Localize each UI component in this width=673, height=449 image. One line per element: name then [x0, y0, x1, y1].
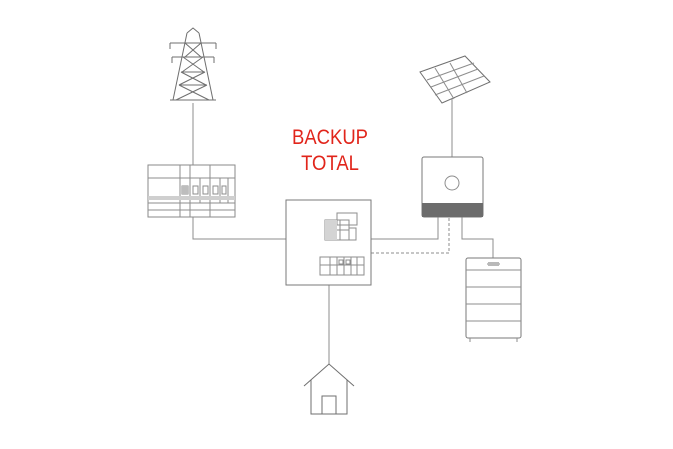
- backup-unit-icon: [285, 199, 372, 286]
- title-line-total: TOTAL: [301, 152, 359, 175]
- connection-lines: [192, 99, 494, 364]
- house-icon: [303, 363, 355, 415]
- title-line-backup: BACKUP: [291, 126, 368, 149]
- power-pylon-icon: [169, 27, 217, 101]
- filled-accents: [148, 186, 499, 266]
- distribution-panel-icon: [147, 164, 236, 218]
- battery-stack-icon: [465, 257, 522, 342]
- solar-panel-icon: [419, 55, 491, 104]
